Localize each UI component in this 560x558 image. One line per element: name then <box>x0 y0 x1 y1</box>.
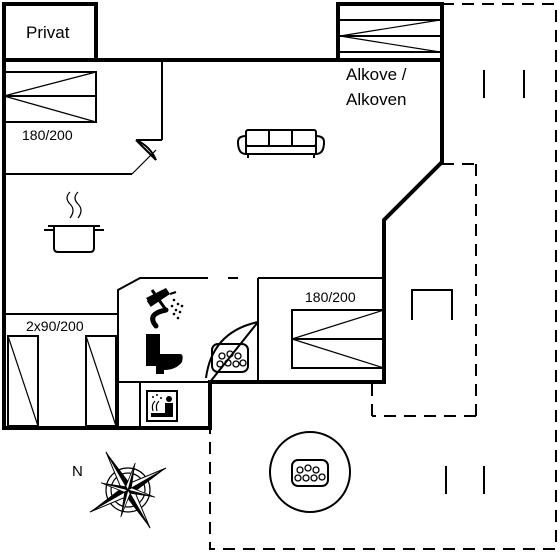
compass-north-label: N <box>72 463 83 480</box>
walls <box>2 2 444 430</box>
whirlpool-icon <box>211 343 249 373</box>
sofa-icon <box>236 129 326 158</box>
terrace-outline <box>209 3 557 550</box>
bed-room <box>291 309 385 369</box>
label-bed-room: 180/200 <box>305 289 356 305</box>
toilet-icon <box>146 334 183 374</box>
partitions <box>4 60 384 428</box>
label-alkove-line2: Alkoven <box>346 90 406 109</box>
hot-tub-icon <box>269 431 351 513</box>
label-alkove-line1: Alkove / <box>346 65 407 84</box>
bed-main <box>3 71 97 123</box>
cooking-pot-icon <box>44 191 104 253</box>
bed-alkove <box>339 19 441 53</box>
label-bed-twin: 2x90/200 <box>26 318 84 334</box>
sauna-icon <box>146 390 178 422</box>
bed-twin <box>7 335 117 427</box>
compass-rose-icon <box>89 451 167 529</box>
label-privat: Privat <box>26 23 70 42</box>
label-bed-main: 180/200 <box>22 127 73 143</box>
shower-icon <box>146 288 184 329</box>
